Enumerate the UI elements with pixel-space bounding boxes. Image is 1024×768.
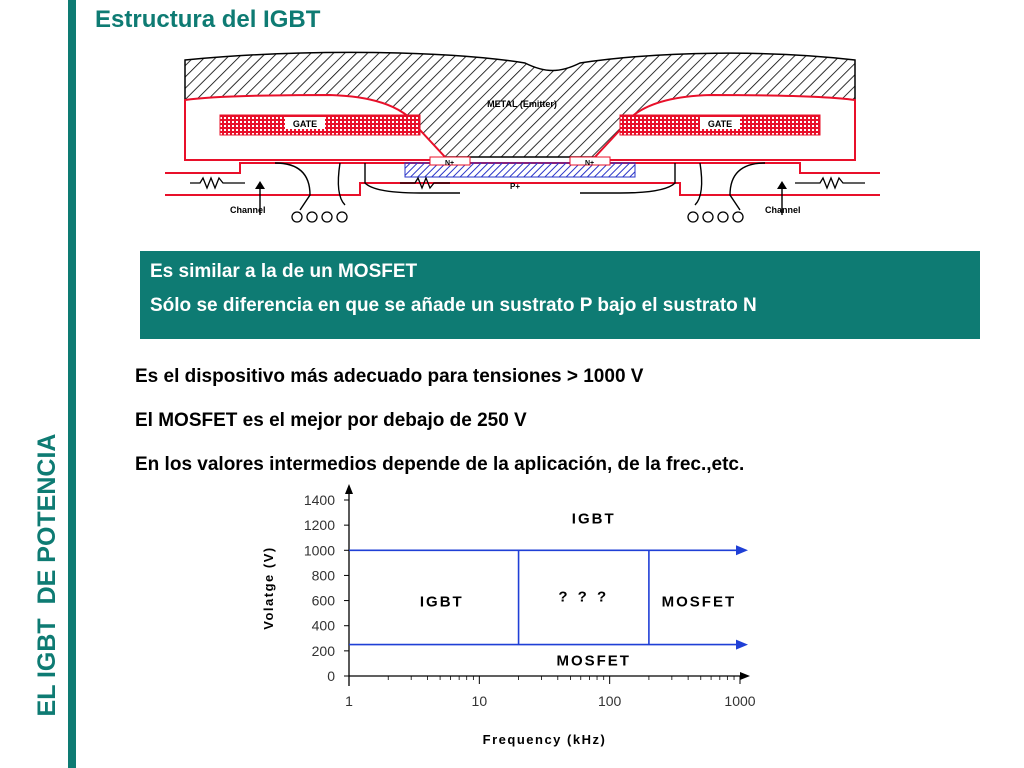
x-axis-label: Frequency (kHz) [483,732,607,747]
bullet-item: En los valores intermedios depende de la… [135,454,745,475]
x-tick-label: 1000 [724,693,755,709]
gate-right-label: GATE [708,119,732,129]
sidebar-title: EL IGBT DE POTENCIA [33,433,61,717]
bullet-item: El MOSFET es el mejor por debajo de 250 … [135,410,527,431]
region-label-top: IGBT [572,511,616,528]
region-label-left: IGBT [420,594,464,611]
resistor-right-channel [795,176,865,190]
resistor-mid-left [400,176,450,190]
highlight-line-1: Es similar a la de un MOSFET [150,261,418,282]
gate-left-label: GATE [293,119,317,129]
y-tick-label: 0 [327,668,335,684]
y-tick-label: 1000 [304,542,335,558]
channel-right-label: Channel [765,205,801,215]
x-tick-label: 100 [598,693,622,709]
resistor-left-channel [190,176,245,190]
highlight-line-2: Sólo se diferencia en que se añade un su… [150,295,757,316]
y-tick-label: 1200 [304,517,335,533]
upper-line-arrow [736,545,748,556]
bullet-item: Es el dispositivo más adecuado para tens… [135,366,644,387]
electrons-right [687,211,744,223]
igbt-structure-diagram: GATE GATE METAL (Emitter) N+ N+ P+ Chann… [165,51,880,223]
y-tick-label: 200 [312,643,336,659]
y-tick-label: 600 [312,593,336,609]
y-axis-label: Volatge (V) [261,546,276,629]
p-plus-region [404,162,636,178]
highlight-box: Es similar a la de un MOSFET Sólo se dif… [140,251,980,339]
y-tick-label: 800 [312,567,336,583]
region-label-right: MOSFET [662,594,737,611]
y-tick-label: 1400 [304,492,335,508]
p-region-left [364,163,460,194]
p-region-right [580,163,676,194]
x-tick-label: 1 [345,693,353,709]
channel-left-label: Channel [230,205,266,215]
x-axis-arrow [740,672,750,680]
electrons-left [291,211,348,223]
voltage-frequency-chart: 0 200 400 600 800 1000 1200 1400 1 10 100 1000Frequ… [261,484,756,747]
region-label-middle: ? ? ? [558,589,609,606]
x-tick-label: 10 [472,693,488,709]
p-plus-label: P+ [510,182,520,191]
bullet-list: Es el dispositivo más adecuado para tens… [135,363,985,495]
n-plus-right-label: N+ [585,160,594,167]
n-plus-left-label: N+ [445,160,454,167]
metal-label: METAL (Emitter) [487,99,557,109]
region-label-bottom: MOSFET [556,653,631,670]
y-axis-arrow [345,484,353,494]
page-title: Estructura del IGBT [95,6,321,33]
y-tick-label: 400 [312,618,336,634]
sidebar-accent-bar [68,0,76,768]
lower-line-arrow [736,639,748,650]
